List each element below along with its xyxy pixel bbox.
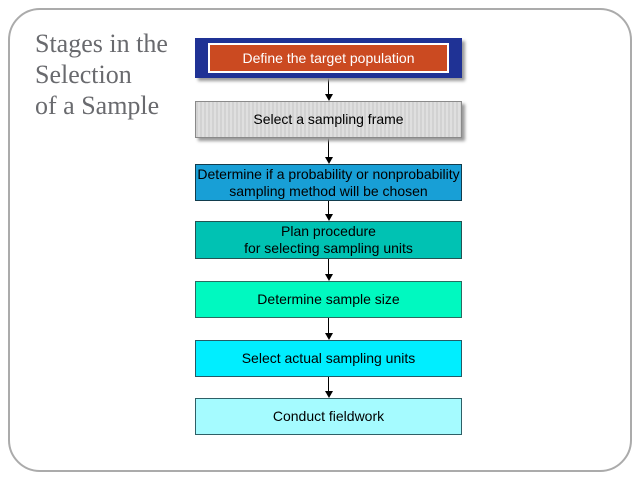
flow-step-determine-sample-size: Determine sample size <box>195 281 462 318</box>
down-arrow-icon <box>195 377 462 398</box>
flow-step-probability-or-nonprobability: Determine if a probability or nonprobabi… <box>195 164 462 201</box>
flowchart: Define the target population Select a sa… <box>195 38 462 435</box>
flow-step-label: Determine if a probability or nonprobabi… <box>197 165 460 182</box>
down-arrow-icon <box>195 201 462 221</box>
down-arrow-icon <box>195 78 462 101</box>
down-arrow-icon <box>195 138 462 164</box>
flow-step-inner-panel: Define the target population <box>208 43 449 73</box>
down-arrow-icon <box>195 318 462 340</box>
flow-step-label: Select actual sampling units <box>241 350 416 366</box>
down-arrow-icon <box>195 259 462 281</box>
flow-step-define-target-population: Define the target population <box>195 38 462 78</box>
flow-step-label: Define the target population <box>242 49 415 66</box>
flow-step-label: for selecting sampling units <box>244 240 413 256</box>
flow-step-conduct-fieldwork: Conduct fieldwork <box>195 398 462 435</box>
flow-step-select-sampling-frame: Select a sampling frame <box>195 101 462 138</box>
flow-step-label: Select a sampling frame <box>253 111 404 127</box>
flow-step-label: Determine sample size <box>257 291 400 307</box>
flow-step-label: sampling method will be chosen <box>229 182 428 199</box>
slide-title-line: Selection <box>35 60 132 89</box>
flow-step-select-actual-sampling-units: Select actual sampling units <box>195 340 462 377</box>
slide-title: Stages in the Selection of a Sample <box>35 28 168 121</box>
flow-step-plan-procedure: Plan procedure for selecting sampling un… <box>195 221 462 259</box>
flow-step-label: Plan procedure <box>281 223 376 239</box>
flow-step-label: Conduct fieldwork <box>272 408 385 424</box>
slide-title-line: of a Sample <box>35 91 160 120</box>
slide-title-line: Stages in the <box>35 29 168 58</box>
